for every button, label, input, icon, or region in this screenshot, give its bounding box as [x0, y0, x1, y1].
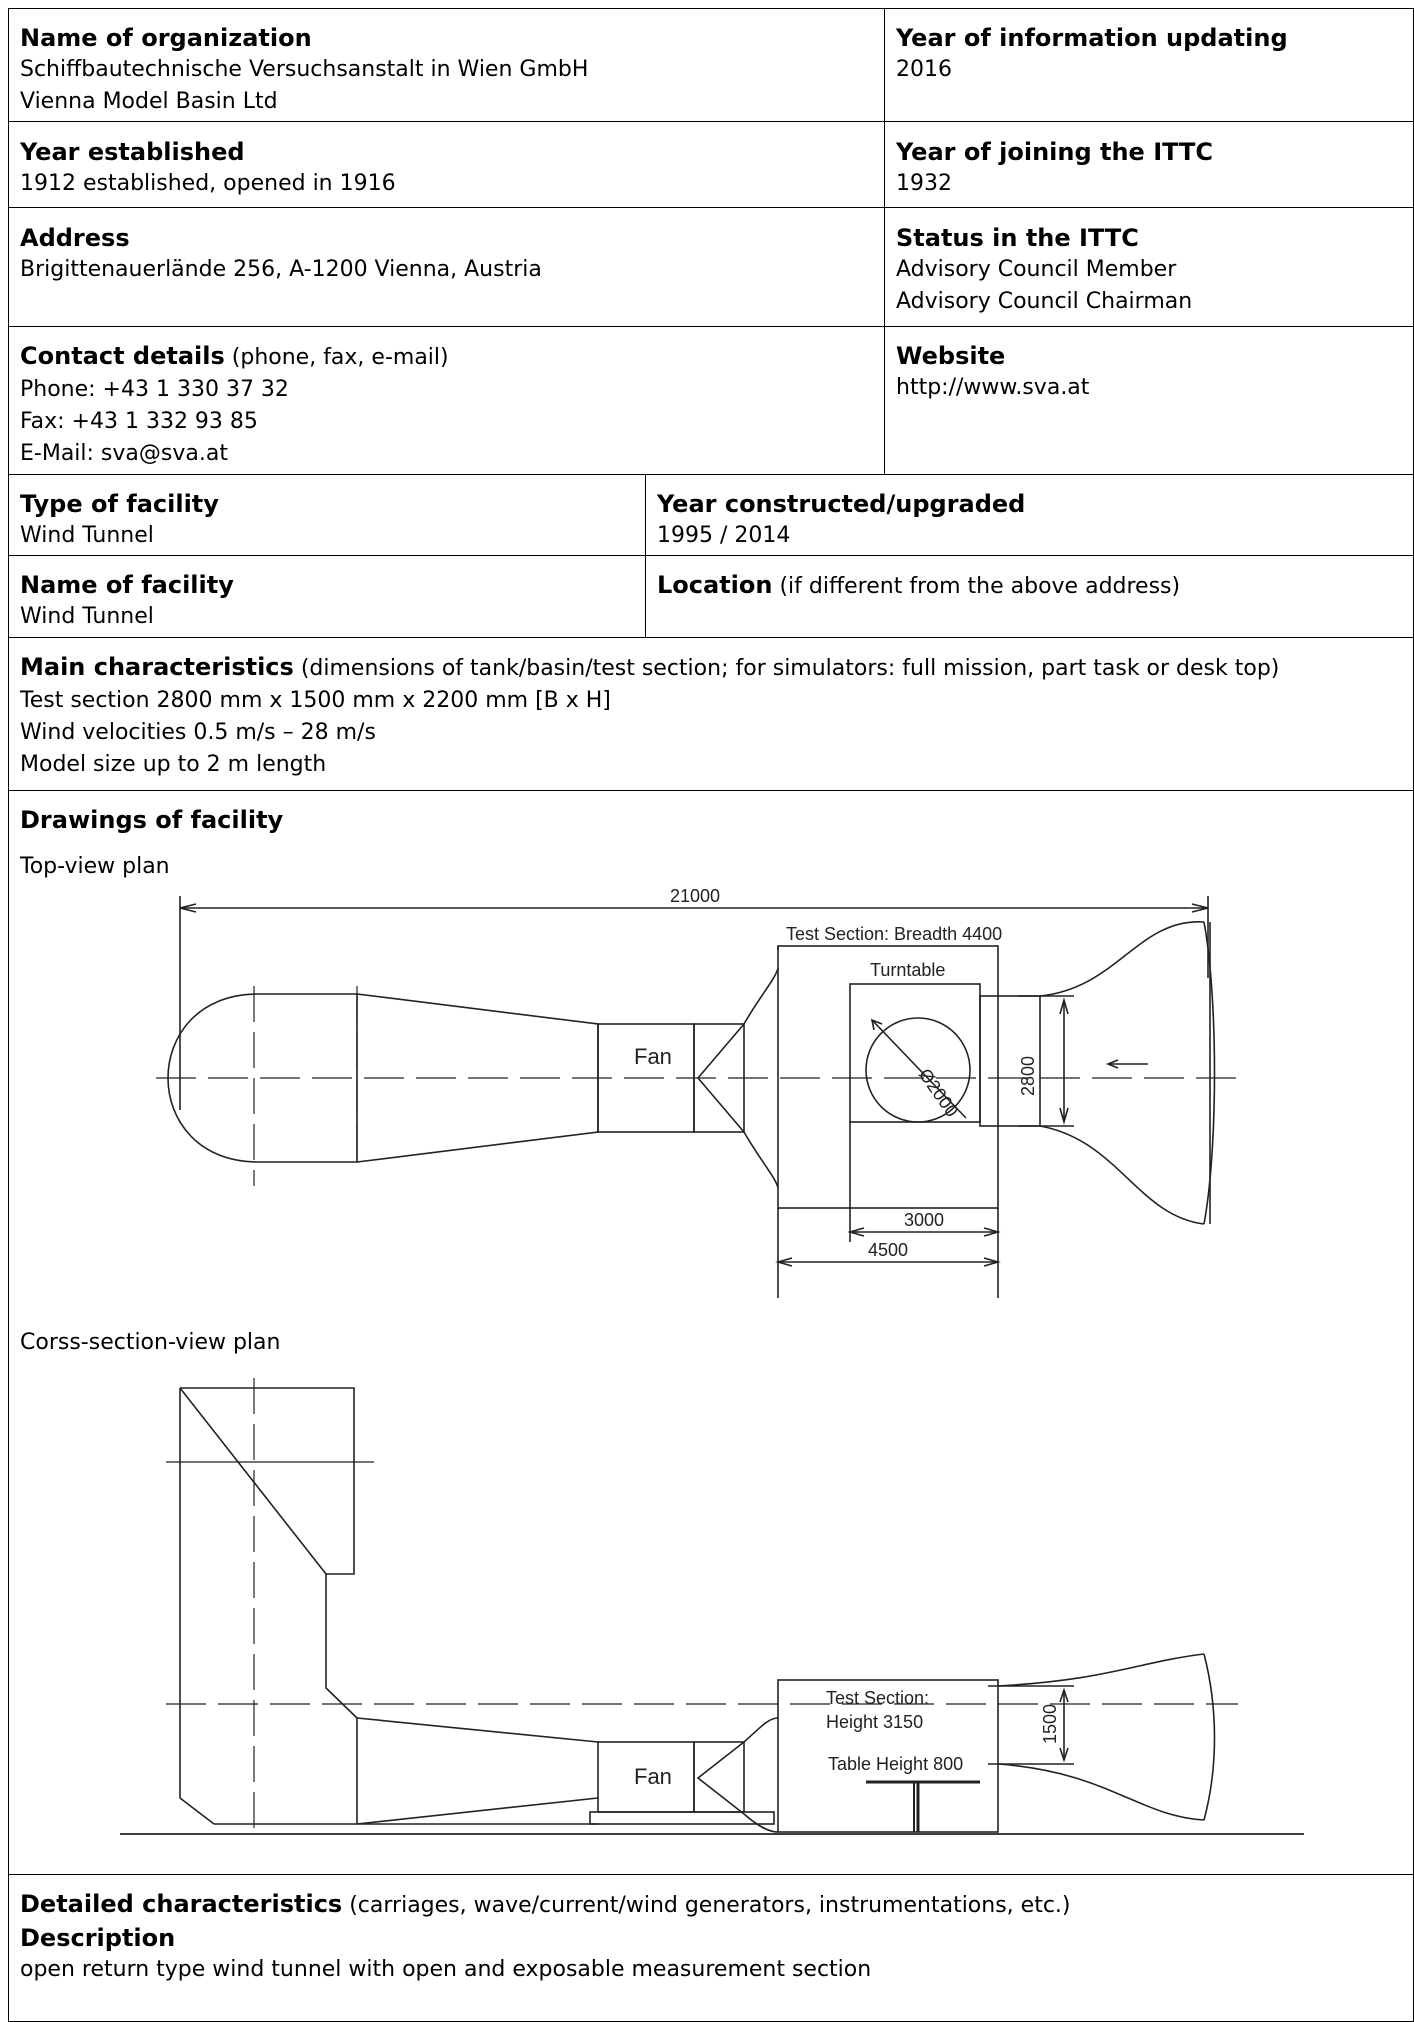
joining-label: Year of joining the ITTC	[896, 138, 1214, 166]
test-section-breadth-label: Test Section: Breadth 4400	[786, 924, 1002, 944]
facility-datasheet: Name of organization Schiffbautechnische…	[8, 8, 1414, 2022]
address-value: Brigittenauerlände 256, A-1200 Vienna, A…	[20, 257, 542, 282]
dim-width-label: 2800	[1018, 1056, 1038, 1096]
status-label: Status in the ITTC	[896, 224, 1139, 252]
main-line-1: Test section 2800 mm x 1500 mm x 2200 mm…	[20, 688, 611, 713]
updating-value: 2016	[896, 57, 952, 82]
facility-name-cell: Name of facility Wind Tunnel	[8, 563, 645, 639]
contact-cell: Contact details (phone, fax, e-mail) Pho…	[8, 334, 884, 476]
diameter-label: Ø2000	[915, 1065, 962, 1121]
contact-label: Contact details	[20, 342, 225, 370]
updating-label: Year of information updating	[896, 24, 1288, 52]
detailed-note: (carriages, wave/current/wind generators…	[342, 1893, 1071, 1918]
address-label: Address	[20, 224, 130, 252]
website-value: http://www.sva.at	[896, 375, 1090, 400]
cross-section-drawing: Fan Test Section: Height 3150 Table Heig…	[120, 1378, 1304, 1838]
main-characteristics-cell: Main characteristics (dimensions of tank…	[8, 645, 1414, 787]
top-view-drawing: 21000 Test Section: Breadth 4400 Turntab…	[156, 886, 1238, 1298]
constructed-value: 1995 / 2014	[657, 523, 791, 548]
dim-4500-label: 4500	[868, 1240, 908, 1260]
facility-type-cell: Type of facility Wind Tunnel	[8, 482, 645, 558]
constructed-cell: Year constructed/upgraded 1995 / 2014	[645, 482, 1414, 558]
drawings-header: Drawings of facility	[8, 798, 1414, 842]
fan-label: Fan	[634, 1044, 672, 1069]
detailed-cell: Detailed characteristics (carriages, wav…	[8, 1882, 1414, 1992]
facility-type-value: Wind Tunnel	[20, 523, 154, 548]
main-note: (dimensions of tank/basin/test section; …	[293, 656, 1280, 681]
facility-name-label: Name of facility	[20, 571, 234, 599]
status-cell: Status in the ITTC Advisory Council Memb…	[884, 216, 1414, 324]
cross-fan-label: Fan	[634, 1764, 672, 1789]
joining-cell: Year of joining the ITTC 1932	[884, 130, 1414, 206]
established-value: 1912 established, opened in 1916	[20, 171, 396, 196]
test-section-label-1: Test Section:	[826, 1688, 929, 1708]
main-line-3: Model size up to 2 m length	[20, 752, 327, 777]
turntable-label: Turntable	[870, 960, 945, 980]
location-label: Location	[657, 571, 773, 599]
established-label: Year established	[20, 138, 245, 166]
test-section-label-2: Height 3150	[826, 1712, 923, 1732]
facility-type-label: Type of facility	[20, 490, 219, 518]
column-divider	[884, 8, 885, 474]
row-divider	[8, 1874, 1414, 1875]
status-line-2: Advisory Council Chairman	[896, 289, 1193, 314]
cross-section-caption: Corss-section-view plan	[20, 1330, 281, 1355]
constructed-label: Year constructed/upgraded	[657, 490, 1026, 518]
facility-name-value: Wind Tunnel	[20, 604, 154, 629]
row-divider	[8, 121, 1414, 122]
row-divider	[8, 555, 1414, 556]
established-cell: Year established 1912 established, opene…	[8, 130, 884, 206]
website-cell: Website http://www.sva.at	[884, 334, 1414, 410]
org-label: Name of organization	[20, 24, 312, 52]
updating-cell: Year of information updating 2016	[884, 16, 1414, 92]
status-line-1: Advisory Council Member	[896, 257, 1177, 282]
detailed-label: Detailed characteristics	[20, 1890, 343, 1918]
dim-3000-label: 3000	[904, 1210, 944, 1230]
row-divider	[8, 790, 1414, 791]
website-label: Website	[896, 342, 1006, 370]
contact-fax: Fax: +43 1 332 93 85	[20, 409, 258, 434]
joining-value: 1932	[896, 171, 952, 196]
table-height-label: Table Height 800	[828, 1754, 963, 1774]
description-label: Description	[20, 1924, 176, 1952]
row-divider	[8, 207, 1414, 208]
contact-note: (phone, fax, e-mail)	[224, 345, 449, 370]
drawings-label: Drawings of facility	[20, 806, 284, 834]
row-divider	[8, 326, 1414, 327]
org-name-de: Schiffbautechnische Versuchsanstalt in W…	[20, 57, 589, 82]
row-divider	[8, 474, 1414, 475]
row-divider	[8, 637, 1414, 638]
dim-height-label: 1500	[1040, 1704, 1060, 1744]
top-view-caption: Top-view plan	[20, 854, 170, 879]
contact-email: E-Mail: sva@sva.at	[20, 441, 228, 466]
location-cell: Location (if different from the above ad…	[645, 563, 1414, 609]
main-line-2: Wind velocities 0.5 m/s – 28 m/s	[20, 720, 376, 745]
dim-length-label: 21000	[670, 886, 720, 906]
org-cell: Name of organization Schiffbautechnische…	[8, 16, 884, 124]
address-cell: Address Brigittenauerlände 256, A-1200 V…	[8, 216, 884, 292]
column-divider	[645, 474, 646, 637]
contact-phone: Phone: +43 1 330 37 32	[20, 377, 289, 402]
description-value: open return type wind tunnel with open a…	[20, 1957, 872, 1982]
org-name-en: Vienna Model Basin Ltd	[20, 89, 278, 114]
main-label: Main characteristics	[20, 653, 294, 681]
location-note: (if different from the above address)	[772, 574, 1181, 599]
